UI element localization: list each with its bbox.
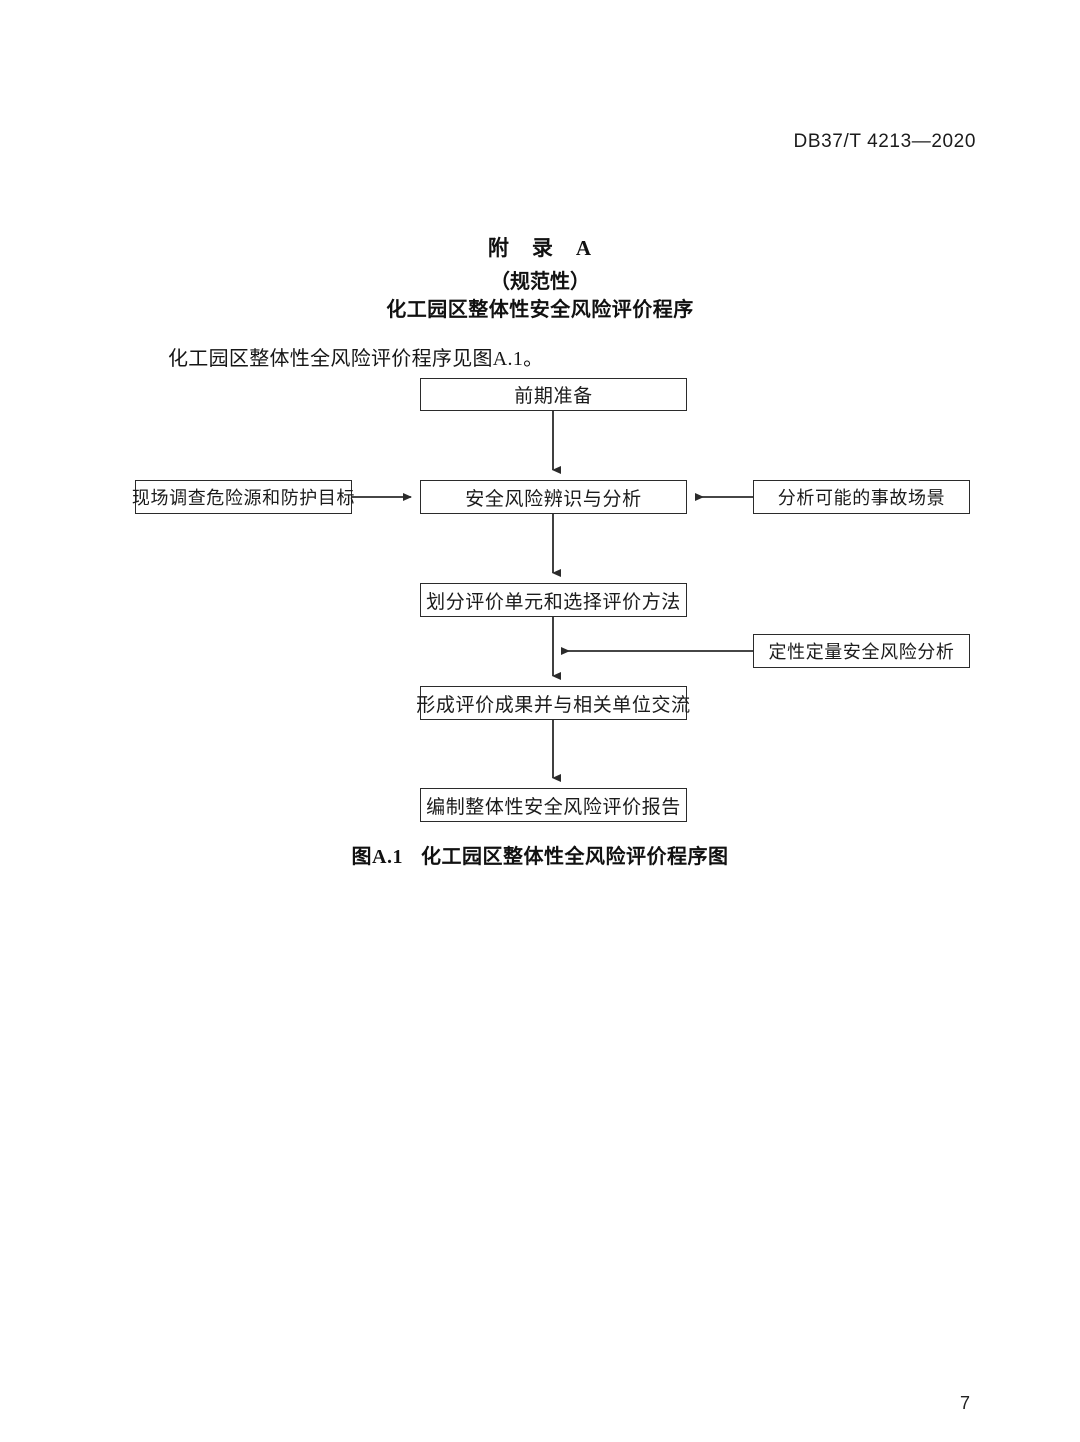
page-number: 7: [959, 1393, 970, 1413]
flow-node-identification: 安全风险辨识与分析: [420, 480, 687, 514]
flow-node-quantitative-analysis: 定性定量安全风险分析: [753, 634, 970, 668]
figure-caption-label: 图A.1: [351, 846, 403, 868]
flow-node-label: 分析可能的事故场景: [777, 488, 946, 508]
flow-node-unit-method: 划分评价单元和选择评价方法: [420, 583, 687, 617]
lead-paragraph: 化工园区整体性全风险评价程序见图A.1。: [168, 348, 544, 370]
document-header-code: DB37/T 4213—2020: [793, 131, 976, 152]
annex-title: 附 录 A: [487, 236, 593, 260]
flow-node-scenario: 分析可能的事故场景: [753, 480, 970, 514]
flowchart: 前期准备 现场调查危险源和防护目标 安全风险辨识与分析 分析可能的事故场景 划分…: [131, 378, 970, 822]
flow-node-label: 前期准备: [514, 386, 593, 407]
flow-node-label: 现场调查危险源和防护目标: [131, 488, 356, 508]
flow-node-prep: 前期准备: [420, 378, 687, 411]
figure-caption-text: 化工园区整体性全风险评价程序图: [420, 846, 729, 868]
flow-node-label: 编制整体性安全风险评价报告: [426, 796, 681, 818]
figure-caption: 图A.1 化工园区整体性全风险评价程序图: [0, 840, 1080, 869]
flow-node-report: 编制整体性安全风险评价报告: [420, 788, 687, 822]
flow-node-label: 定性定量安全风险分析: [768, 642, 955, 662]
flow-node-survey: 现场调查危险源和防护目标: [131, 480, 356, 514]
flow-node-label: 形成评价成果并与相关单位交流: [416, 694, 691, 716]
flow-node-label: 划分评价单元和选择评价方法: [426, 591, 681, 613]
flow-node-results: 形成评价成果并与相关单位交流: [416, 686, 690, 720]
annex-subtitle: （规范性）: [490, 271, 590, 293]
flow-node-label: 安全风险辨识与分析: [465, 488, 642, 510]
flowchart-connectors: [352, 411, 753, 782]
annex-name: 化工园区整体性安全风险评价程序: [386, 299, 694, 321]
